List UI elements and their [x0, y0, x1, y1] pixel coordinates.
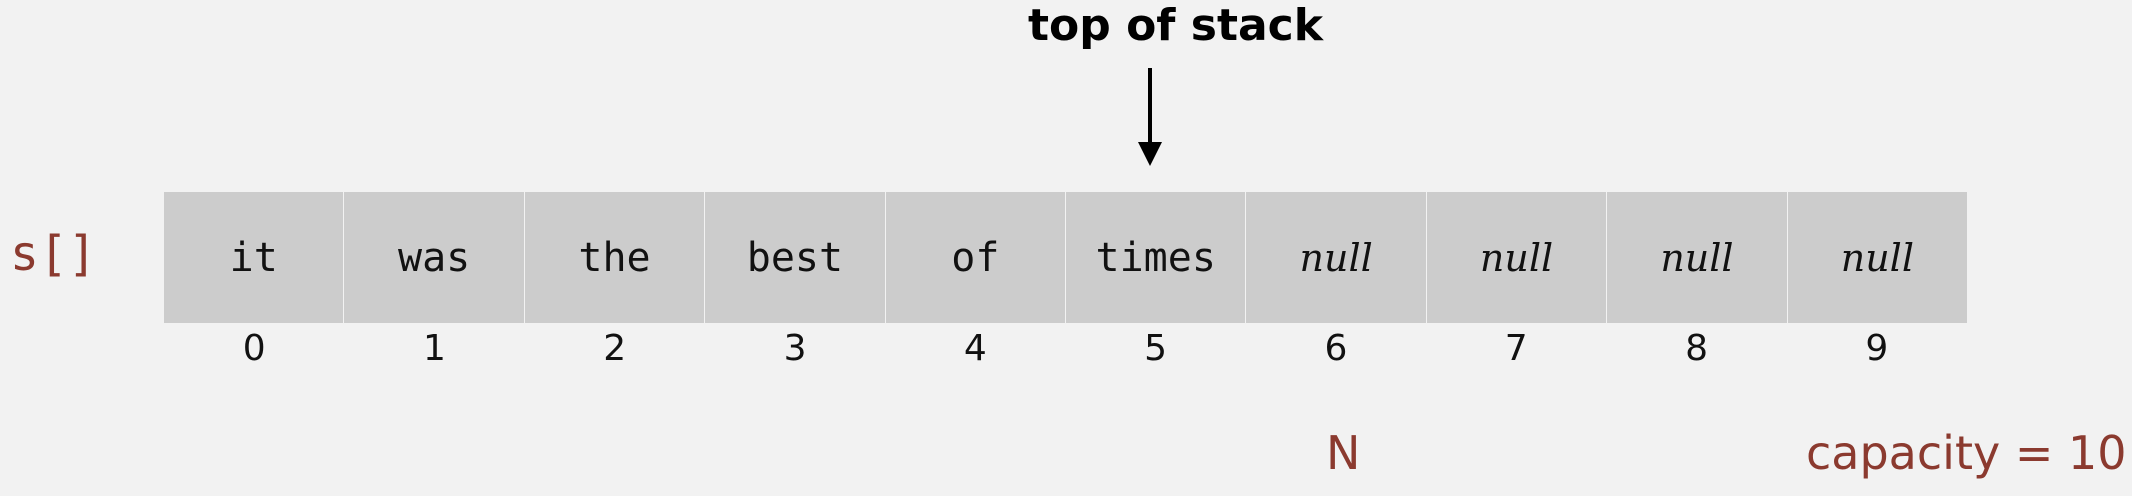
array-cell: null: [1246, 192, 1427, 323]
null-value: null: [1660, 235, 1734, 280]
array-cell: was: [344, 192, 525, 323]
array-name-label: s[]: [10, 226, 97, 282]
top-of-stack-label: top of stack: [1028, 0, 1324, 51]
array-cell: the: [524, 192, 706, 323]
cell-value: times: [1095, 234, 1216, 281]
array-cell: of: [885, 192, 1067, 323]
cell-value: was: [397, 234, 471, 281]
array-cells: it was the best of times null null null null: [164, 192, 1968, 323]
capacity-label: capacity = 10: [1806, 426, 2127, 480]
array-cell: best: [705, 192, 886, 323]
array-index: 4: [963, 328, 987, 369]
array-cell: times: [1066, 192, 1247, 323]
array-index: 0: [242, 328, 266, 369]
null-value: null: [1299, 235, 1373, 280]
n-marker-label: N: [1326, 426, 1361, 480]
cell-value: the: [578, 234, 651, 281]
cell-value: of: [951, 234, 1000, 281]
array-index: 5: [1144, 328, 1168, 369]
array-cell: null: [1787, 192, 1968, 323]
array-cell: null: [1607, 192, 1788, 323]
cell-value: it: [229, 234, 278, 281]
null-value: null: [1479, 235, 1554, 280]
array-index: 8: [1685, 328, 1708, 369]
array-cell: null: [1426, 192, 1608, 323]
down-arrow-icon: [1138, 68, 1162, 166]
array-index: 7: [1504, 328, 1528, 369]
array-index: 2: [603, 328, 627, 369]
array-index: 3: [783, 328, 807, 369]
array-index: 6: [1324, 328, 1348, 369]
array-indices: 0 1 2 3 4 5 6 7 8 9: [164, 328, 1967, 378]
array-index: 1: [422, 328, 446, 369]
array-index: 9: [1865, 328, 1889, 369]
null-value: null: [1840, 235, 1914, 280]
array-cell: it: [164, 192, 345, 323]
cell-value: best: [746, 234, 844, 281]
